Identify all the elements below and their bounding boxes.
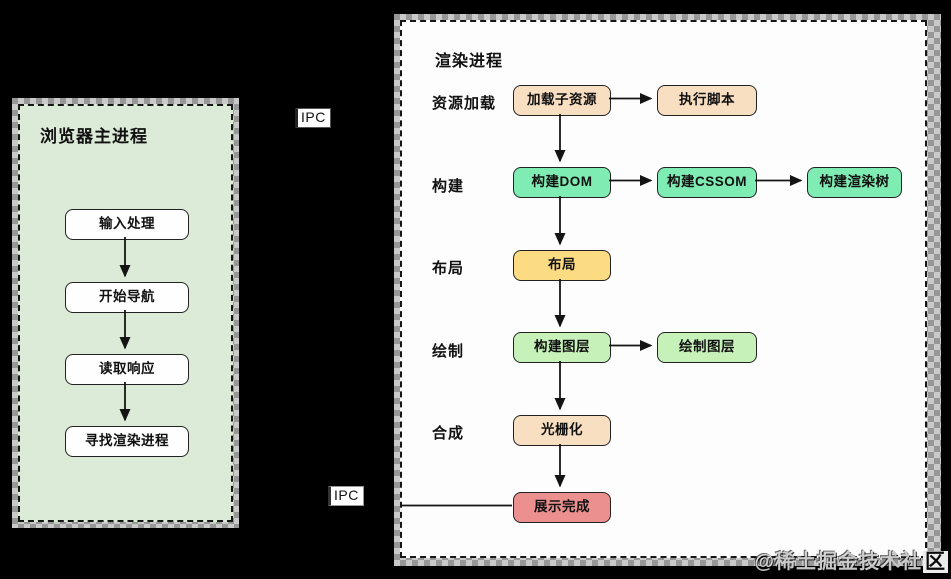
watermark-text: @稀土掘金技术社 (754, 551, 922, 573)
ipc-label-top: IPC (295, 108, 331, 128)
node-start-navigation: 开始导航 (65, 282, 189, 313)
browser-panel-shadow: 浏览器主进程 输入处理 开始导航 读取响应 寻找渲染进程 (12, 98, 239, 528)
node-layout: 布局 (513, 250, 611, 281)
panel-browser-main-process: 浏览器主进程 输入处理 开始导航 读取响应 寻找渲染进程 (18, 104, 233, 522)
panel-render-process: 渲染进程 资源加载 构建 布局 绘制 合成 加载子资源 执行脚本 构建DOM 构… (400, 20, 927, 558)
render-panel-shadow: 渲染进程 资源加载 构建 布局 绘制 合成 加载子资源 执行脚本 构建DOM 构… (394, 14, 941, 566)
node-build-cssom: 构建CSSOM (657, 167, 757, 198)
node-read-response: 读取响应 (65, 354, 189, 385)
node-display-complete: 展示完成 (513, 492, 611, 523)
watermark: @稀土掘金技术社区 (754, 545, 948, 574)
node-find-render-process: 寻找渲染进程 (65, 426, 189, 457)
node-build-render-tree: 构建渲染树 (807, 167, 902, 198)
node-execute-script: 执行脚本 (657, 85, 757, 116)
stage-label-layout: 布局 (432, 260, 465, 277)
watermark-last-char: 区 (923, 551, 948, 573)
node-build-dom: 构建DOM (513, 167, 611, 198)
stage-label-resource-loading: 资源加载 (432, 95, 497, 112)
node-rasterize: 光栅化 (513, 415, 611, 446)
browser-panel-title: 浏览器主进程 (40, 127, 148, 146)
stage-label-paint: 绘制 (432, 343, 465, 360)
stage-label-build: 构建 (432, 178, 465, 195)
node-input-processing: 输入处理 (65, 209, 189, 240)
stage-label-composite: 合成 (432, 425, 465, 442)
node-load-subresources: 加载子资源 (513, 85, 611, 116)
node-paint-layers: 绘制图层 (657, 332, 757, 363)
node-build-layers: 构建图层 (513, 332, 611, 363)
ipc-label-bottom: IPC (328, 486, 364, 506)
render-panel-title: 渲染进程 (435, 53, 504, 70)
